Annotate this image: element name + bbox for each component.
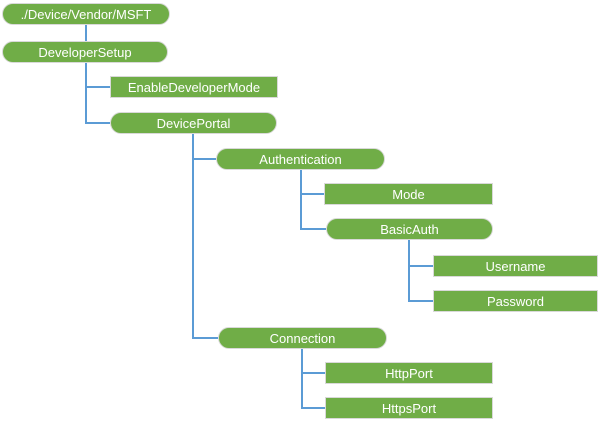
node-mode: Mode [324,183,493,205]
node-root: ./Device/Vendor/MSFT [2,3,170,25]
node-httpsport: HttpsPort [325,397,493,419]
connector-deviceportal-trunk [192,134,194,339]
node-deviceportal: DevicePortal [110,112,277,134]
connector-to-httpsport [301,407,325,409]
connector-to-password [408,300,433,302]
node-basicauth: BasicAuth [326,218,493,240]
connector-to-httpport [301,372,325,374]
connector-to-basicauth [300,228,326,230]
node-authentication: Authentication [216,148,385,170]
node-username: Username [433,255,598,277]
connector-root-developersetup [85,25,87,41]
connector-connection-trunk [301,349,303,409]
connector-to-username [408,265,433,267]
connector-to-enabledevelopermode [85,86,110,88]
connector-to-connection [192,337,218,339]
node-connection: Connection [218,327,387,349]
connector-to-deviceportal [85,122,110,124]
node-httpport: HttpPort [325,362,493,384]
connector-to-mode [300,193,324,195]
node-enabledevelopermode: EnableDeveloperMode [110,76,278,98]
node-developersetup: DeveloperSetup [2,41,168,63]
connector-basicauth-trunk [408,240,410,302]
connector-developersetup-trunk [85,63,87,124]
connector-to-authentication [192,158,216,160]
node-password: Password [433,290,598,312]
connector-authentication-trunk [300,170,302,230]
